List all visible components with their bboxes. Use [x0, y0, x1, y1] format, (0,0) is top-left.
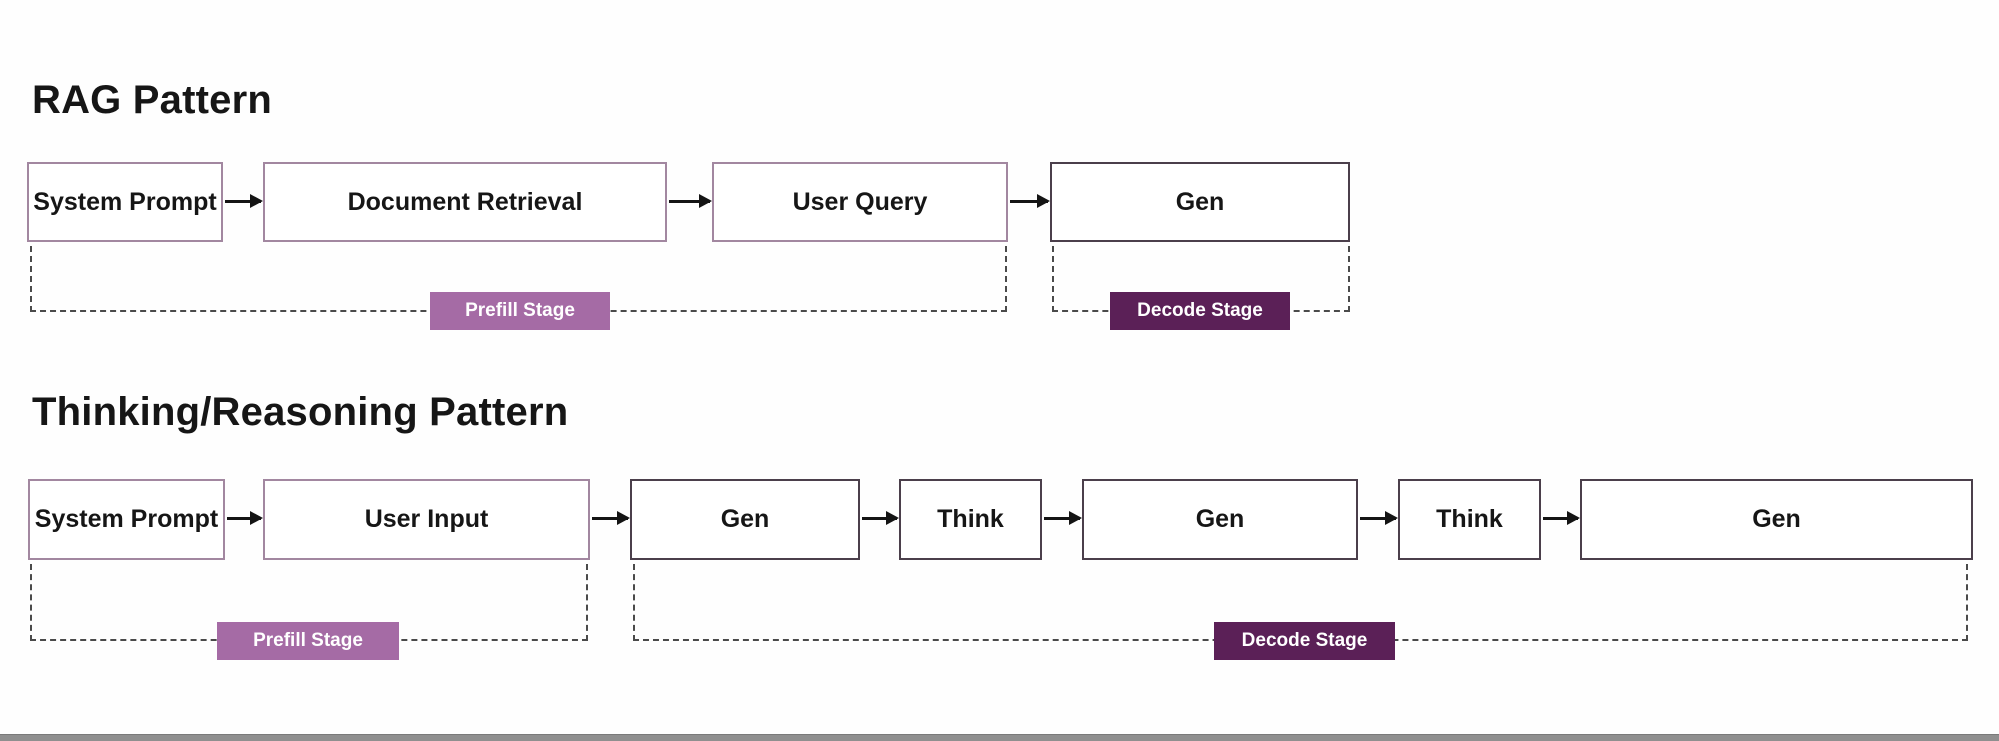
bottom-window-edge	[0, 734, 1999, 741]
node-gen-3: Gen	[1580, 479, 1973, 560]
node-user-input: User Input	[263, 479, 590, 560]
flow-arrow-icon	[669, 194, 712, 208]
flow-arrow-icon	[1543, 511, 1580, 525]
flow-arrow-icon	[592, 511, 630, 525]
flow-arrow-icon	[225, 194, 263, 208]
decode-stage-badge: Decode Stage	[1214, 622, 1395, 660]
node-gen: Gen	[1050, 162, 1350, 242]
flow-arrow-icon	[1044, 511, 1082, 525]
flow-arrow-icon	[1360, 511, 1398, 525]
prefill-stage-badge: Prefill Stage	[217, 622, 399, 660]
prefill-stage-badge: Prefill Stage	[430, 292, 610, 330]
decode-stage-badge: Decode Stage	[1110, 292, 1290, 330]
thinking-pattern-title: Thinking/Reasoning Pattern	[32, 390, 569, 434]
node-document-retrieval: Document Retrieval	[263, 162, 667, 242]
flow-arrow-icon	[227, 511, 263, 525]
node-think-1: Think	[899, 479, 1042, 560]
node-system-prompt: System Prompt	[28, 479, 225, 560]
node-user-query: User Query	[712, 162, 1008, 242]
node-system-prompt: System Prompt	[27, 162, 223, 242]
flow-arrow-icon	[1010, 194, 1050, 208]
rag-pattern-title: RAG Pattern	[32, 78, 273, 122]
node-gen-2: Gen	[1082, 479, 1358, 560]
node-gen-1: Gen	[630, 479, 860, 560]
flow-arrow-icon	[862, 511, 899, 525]
node-think-2: Think	[1398, 479, 1541, 560]
